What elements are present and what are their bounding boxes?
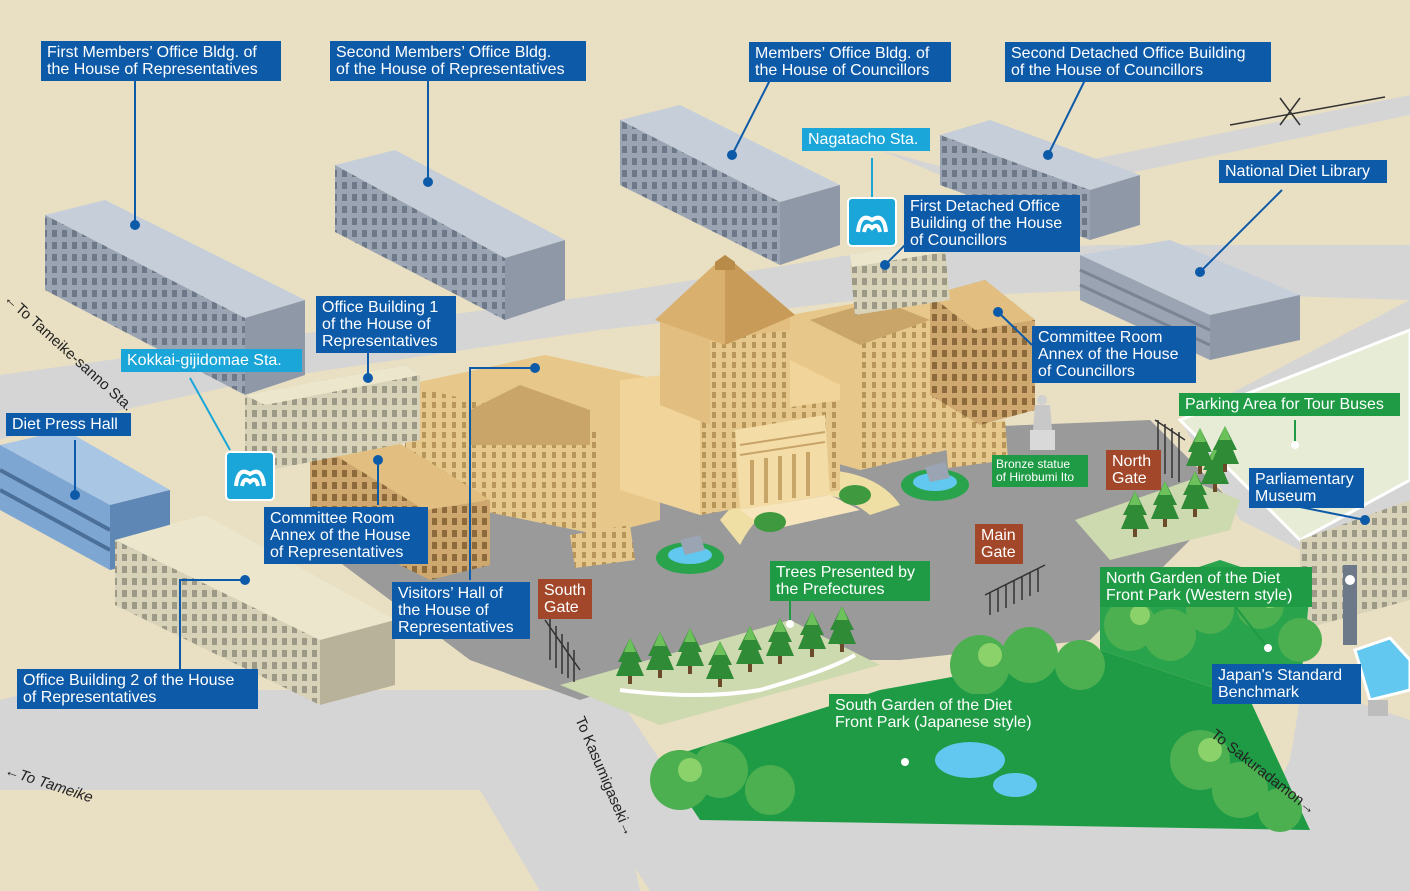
fountain-north	[901, 462, 969, 501]
pond	[935, 742, 1005, 778]
label-second-members-office: Second Members’ Office Bldg. of the Hous…	[330, 41, 586, 81]
label-diet-press-hall: Diet Press Hall	[6, 413, 131, 436]
label-committee-annex-hc: Committee Room Annex of the House of Cou…	[1032, 326, 1196, 383]
south-gate-fence	[544, 618, 581, 682]
label-main-gate: Main Gate	[975, 524, 1023, 564]
label-south-gate: South Gate	[538, 579, 592, 619]
bronze-statue	[1030, 395, 1055, 450]
main-gate-fence	[984, 564, 1046, 615]
label-first-members-office: First Members’ Office Bldg. of the House…	[41, 41, 281, 81]
label-national-diet-library: National Diet Library	[1219, 160, 1387, 183]
label-parliamentary-museum: Parliamentary Museum	[1249, 468, 1364, 508]
first-detached-office	[850, 250, 950, 315]
label-first-detached-office: First Detached Office Building of the Ho…	[904, 195, 1080, 252]
label-nagatacho-station: Nagatacho Sta.	[802, 128, 930, 151]
label-second-detached-office: Second Detached Office Building of the H…	[1005, 42, 1271, 82]
office-building-2	[115, 515, 395, 705]
road-south	[0, 690, 640, 891]
clock-tower	[1343, 565, 1357, 645]
south-garden	[660, 650, 1310, 830]
label-kokkai-gijidomae-station: Kokkai-gijidomae Sta.	[121, 349, 302, 372]
label-south-garden: South Garden of the Diet Front Park (Jap…	[829, 694, 1047, 734]
diet-press-hall-bldg	[0, 430, 170, 570]
label-parking-area: Parking Area for Tour Buses	[1179, 393, 1400, 416]
tokyo-metro-icon	[847, 197, 897, 247]
label-bronze-statue: Bronze statue of Hirobumi Ito	[992, 455, 1088, 487]
label-members-office-hc: Members’ Office Bldg. of the House of Co…	[749, 42, 951, 82]
label-committee-annex-hr: Committee Room Annex of the House of Rep…	[264, 507, 428, 564]
label-north-garden: North Garden of the Diet Front Park (Wes…	[1100, 567, 1312, 607]
label-north-gate: North Gate	[1106, 450, 1161, 490]
label-visitors-hall: Visitors’ Hall of the House of Represent…	[392, 582, 530, 639]
label-japans-standard-benchmark: Japan's Standard Benchmark	[1212, 664, 1361, 704]
label-office-building-1: Office Building 1 of the House of Repres…	[316, 296, 456, 353]
second-members-office	[335, 150, 565, 320]
road-east	[520, 690, 1410, 891]
fountain-south	[656, 535, 724, 574]
label-office-building-2: Office Building 2 of the House of Repres…	[17, 669, 258, 709]
north-gate-fence	[1154, 419, 1186, 482]
label-trees-presented: Trees Presented by the Prefectures	[770, 561, 930, 601]
tokyo-metro-icon	[225, 451, 275, 501]
